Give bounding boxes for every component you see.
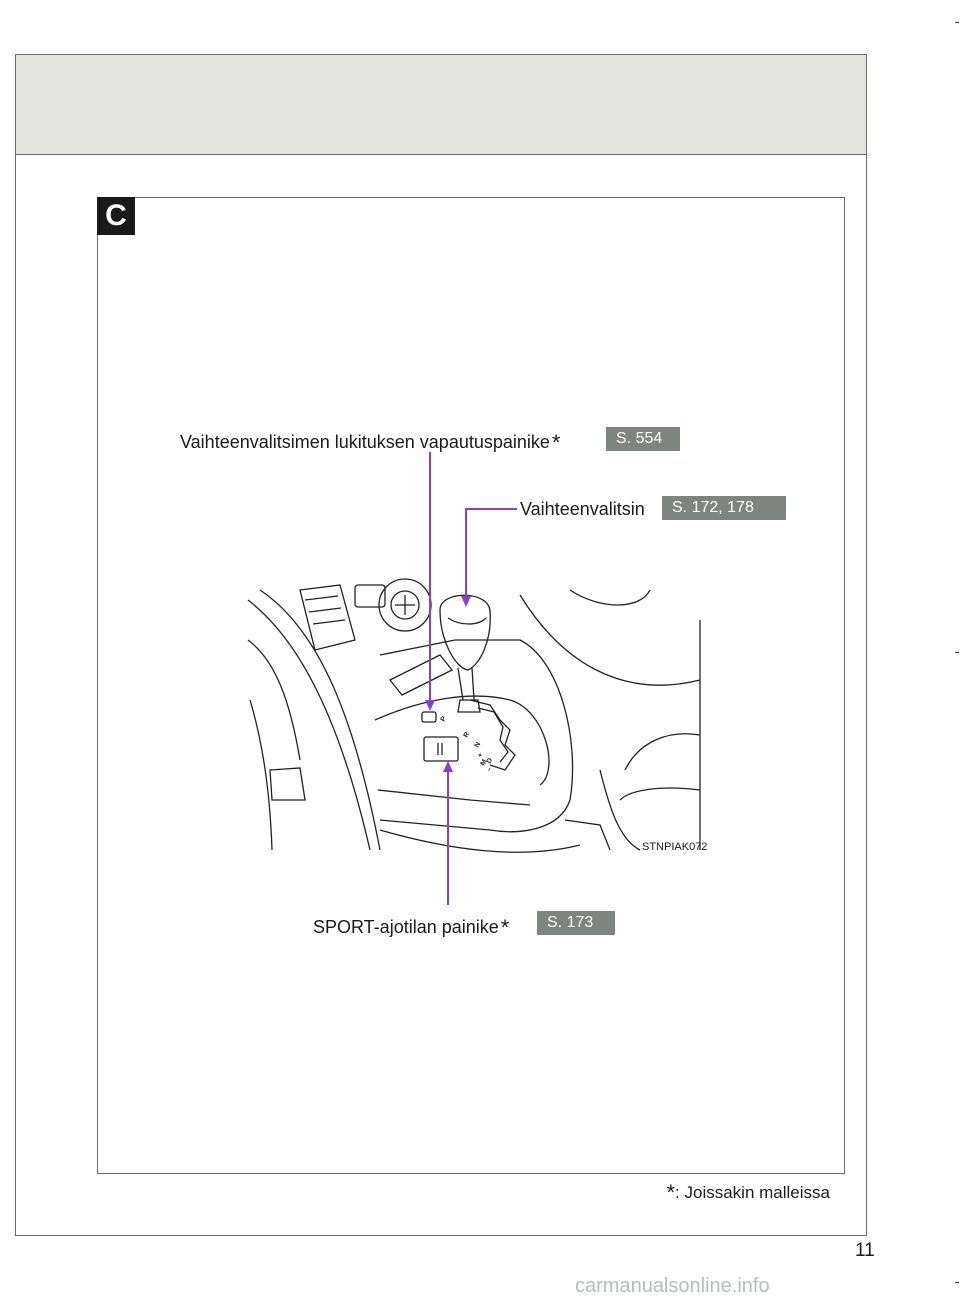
gate-letter-p: P: [440, 715, 449, 723]
gate-letter-plus: +: [477, 752, 485, 759]
lock-release-arrowhead: [425, 700, 435, 711]
crop-mark: [955, 1282, 959, 1283]
shift-lever-leader-line: [465, 508, 517, 604]
crop-mark: [955, 652, 959, 653]
footnote: *: Joissakin malleissa: [666, 1180, 830, 1205]
gate-letter-m: M: [480, 758, 489, 767]
sport-button-label: SPORT-ajotilan painike*: [313, 915, 510, 940]
asterisk-icon: *: [666, 1180, 676, 1205]
header-band: [15, 54, 867, 155]
asterisk-icon: *: [500, 915, 510, 940]
shift-lever-label: Vaihteenvalitsin: [520, 499, 645, 519]
shift-lever-arrowhead: [461, 596, 471, 607]
crop-mark: [955, 22, 959, 23]
section-letter-badge: C: [97, 197, 135, 235]
gate-letter-r: R: [463, 731, 472, 739]
sport-button-arrowhead: [443, 761, 453, 772]
lock-release-page-ref[interactable]: S. 554: [606, 427, 680, 451]
gate-letter-d: D: [486, 757, 495, 765]
shift-lever-page-ref[interactable]: S. 172, 178: [662, 496, 786, 520]
page-number: 11: [855, 1240, 875, 1261]
watermark: carmanualsonline.info: [575, 1275, 770, 1297]
sport-button-page-ref[interactable]: S. 173: [537, 911, 615, 935]
image-code: STNPIAK072: [642, 841, 708, 853]
gate-letter-minus: –: [486, 766, 494, 773]
page-frame: [15, 54, 867, 1236]
lock-release-label: Vaihteenvalitsimen lukituksen vapautuspa…: [180, 430, 561, 455]
gate-letter-n: N: [474, 741, 483, 749]
asterisk-icon: *: [551, 430, 561, 455]
section-frame: [97, 197, 845, 1174]
